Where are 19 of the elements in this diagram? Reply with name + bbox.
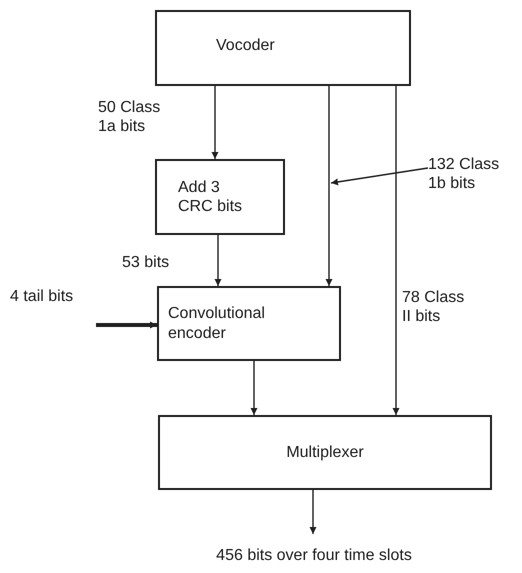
annotation-text: 4 tail bits [10,287,74,306]
arrow [330,167,428,186]
box-label: Multiplexer [286,442,364,462]
arrow [326,86,332,286]
arrow [392,86,400,415]
arrow [214,235,222,286]
box-label: Vocoder [216,36,275,56]
arrow [250,361,258,415]
process-box [155,159,285,235]
process-box [158,415,492,490]
arrow [96,322,157,328]
box-label: Convolutional encoder [168,304,266,343]
arrow [212,86,218,159]
process-box [157,286,341,361]
annotation-text: 456 bits over four time slots [216,546,412,566]
arrow [310,490,316,534]
process-box [155,10,411,86]
annotation-text: 132 Class 1b bits [428,154,500,194]
box-label: Add 3 CRC bits [178,178,244,216]
